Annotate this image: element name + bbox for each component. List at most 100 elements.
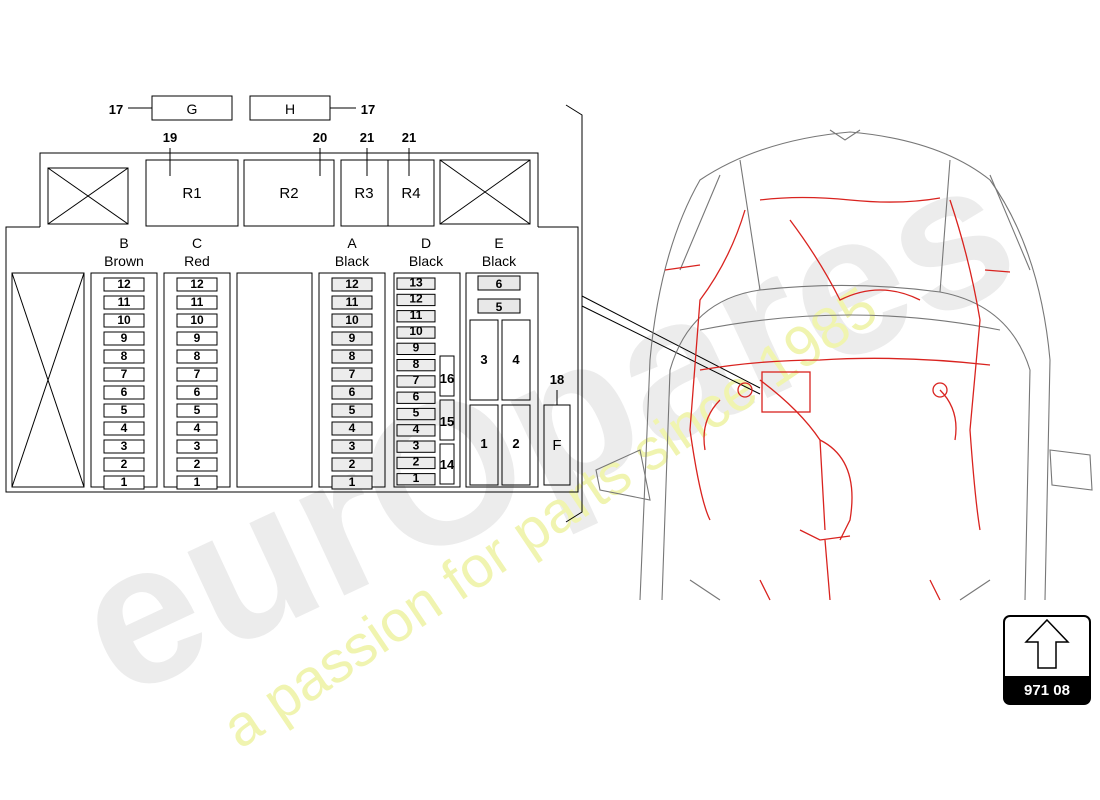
fuse-label-b-6: 6: [121, 385, 128, 399]
column-e-relay-4: 4: [512, 352, 520, 367]
callout-15: 15: [440, 414, 454, 429]
column-e-relay-2: 2: [512, 436, 519, 451]
fuse-label-b-3: 3: [121, 439, 128, 453]
fuse-slot-d-11: [396, 310, 436, 323]
fuse-slot-c-7: [176, 367, 218, 382]
fuse-slot-c-3: [176, 439, 218, 454]
fuse-label-c-6: 6: [194, 385, 201, 399]
fuse-label-c-2: 2: [194, 457, 201, 471]
fuse-label-d-13: 13: [409, 275, 423, 289]
fuse-slot-d-12: [396, 293, 436, 307]
column-a-color: Black: [335, 253, 370, 269]
fuse-label-d-12: 12: [409, 292, 423, 306]
callout-14: 14: [440, 457, 455, 472]
fuse-slot-b-5: [103, 403, 145, 418]
connector-f-label: F: [552, 437, 561, 454]
relay-housing: [39, 148, 539, 227]
fuse-label-a-11: 11: [346, 295, 359, 309]
reference-badge-code: 971 08: [1024, 682, 1070, 699]
fuse-label-d-5: 5: [413, 406, 420, 420]
connector-g-label: G: [187, 101, 198, 117]
fuse-label-b-1: 1: [121, 475, 128, 489]
fuse-label-b-9: 9: [121, 331, 128, 345]
column-e-slots: [469, 275, 531, 486]
fuse-label-d-10: 10: [409, 324, 423, 338]
relay-r4: R4: [401, 185, 420, 202]
fuse-slot-a-11: [331, 295, 373, 310]
fuse-label-b-5: 5: [121, 403, 128, 417]
column-e-fuse-6: 6: [496, 277, 503, 291]
fuse-slot-b-2: [103, 457, 145, 472]
fuse-slot-d-7: [396, 375, 436, 388]
fuse-label-c-10: 10: [190, 313, 204, 327]
fuse-slot-a-4: [331, 421, 373, 436]
fuse-label-d-8: 8: [413, 357, 420, 371]
column-e-color: Black: [482, 253, 517, 269]
fuse-slot-c-11: [176, 295, 218, 310]
fuse-slot-a-5: [331, 403, 373, 418]
callout-21-a: 21: [360, 130, 374, 145]
bracket: [565, 104, 761, 523]
fuse-slot-d-13: [396, 277, 436, 290]
fuse-slot-a-6: [331, 385, 373, 400]
column-d-color: Black: [409, 253, 444, 269]
fuse-label-c-11: 11: [191, 295, 204, 309]
callout-21-b: 21: [402, 130, 416, 145]
fuse-label-a-6: 6: [349, 385, 356, 399]
column-c-color: Red: [184, 253, 210, 269]
column-e-relay-1: 1: [480, 436, 487, 451]
fuse-slot-c-9: [176, 331, 218, 346]
fuse-label-d-11: 11: [410, 308, 423, 322]
fuse-slot-b-8: [103, 349, 145, 364]
fuse-slot-c-2: [176, 457, 218, 472]
fuse-slot-b-12: [103, 277, 145, 292]
fuse-slot-a-10: [331, 313, 373, 328]
fuse-label-a-8: 8: [349, 349, 356, 363]
fuse-slot-b-6: [103, 385, 145, 400]
fuse-slot-a-3: [331, 439, 373, 454]
fuse-label-b-4: 4: [121, 421, 128, 435]
fuse-slot-b-4: [103, 421, 145, 436]
fuse-label-d-4: 4: [413, 422, 420, 436]
wiring-harness: [664, 196, 1011, 601]
fuse-slot-c-5: [176, 403, 218, 418]
fuse-slot-c-8: [176, 349, 218, 364]
fuse-label-d-7: 7: [413, 373, 420, 387]
fuse-slot-a-2: [331, 457, 373, 472]
column-c-letter: C: [192, 235, 202, 251]
fuse-slot-c-1: [176, 475, 218, 490]
fuse-label-c-8: 8: [194, 349, 201, 363]
fuse-label-c-4: 4: [194, 421, 201, 435]
fuse-housing: [5, 226, 579, 493]
fuse-slot-d-10: [396, 326, 436, 339]
connector-g: [128, 95, 233, 121]
fuse-slot-b-11: [103, 295, 145, 310]
fuse-label-a-3: 3: [349, 439, 356, 453]
fuse-slot-a-9: [331, 331, 373, 346]
column-e-relay-3: 3: [480, 352, 487, 367]
fuse-label-c-12: 12: [190, 277, 204, 291]
fuse-label-c-9: 9: [194, 331, 201, 345]
fuse-label-c-7: 7: [194, 367, 201, 381]
fuse-slot-d-5: [396, 407, 436, 421]
reference-badge: [1003, 615, 1091, 705]
fuse-slot-d-2: [396, 456, 436, 470]
fuse-label-d-6: 6: [413, 389, 420, 403]
fuse-label-b-11: 11: [118, 295, 131, 309]
fuse-slot-c-4: [176, 421, 218, 436]
fuse-slot-d-4: [396, 424, 436, 437]
fuse-slot-a-7: [331, 367, 373, 382]
callout-16: 16: [440, 371, 454, 386]
fuse-slot-a-8: [331, 349, 373, 364]
column-d-letter: D: [421, 235, 431, 251]
fuse-label-a-4: 4: [349, 421, 356, 435]
fuse-label-a-7: 7: [349, 367, 356, 381]
column-e-letter: E: [494, 235, 503, 251]
relay-r1: R1: [182, 185, 201, 202]
fuse-label-b-7: 7: [121, 367, 128, 381]
car-body-outline: [595, 129, 1093, 601]
fuse-label-a-5: 5: [349, 403, 356, 417]
fuse-slot-d-3: [396, 440, 436, 453]
fuse-label-d-9: 9: [413, 341, 420, 355]
